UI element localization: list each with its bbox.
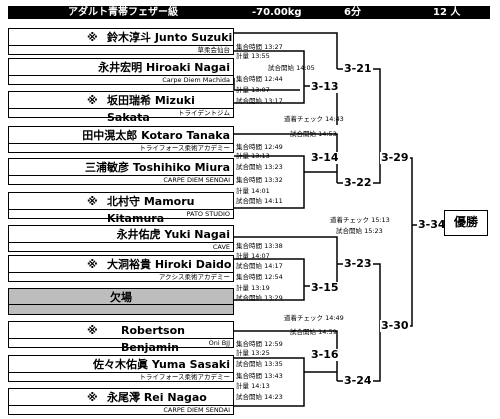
player-entry-2: 永井宏明 Hiroaki Nagai xyxy=(8,58,234,75)
player-name: 大洞裕貴 Hiroki Daido xyxy=(107,258,232,271)
seed-mark: ※ xyxy=(87,391,98,404)
time-note: 道着チェック 14:43 xyxy=(284,115,344,123)
player-club-10: Oni BJJ xyxy=(8,338,234,348)
time-note: 試合開始 13:23 xyxy=(236,163,283,171)
player-entry-11: 佐々木佑眞 Yuma Sasaki xyxy=(8,355,234,372)
player-club-7: CAVE xyxy=(8,242,234,252)
player-name: 鈴木淳斗 Junto Suzuki xyxy=(107,31,233,44)
time-note: 計量 13:07 xyxy=(236,86,270,94)
player-entry-4: 田中滉太郎 Kotaro Tanaka xyxy=(8,126,234,143)
seed-mark: ※ xyxy=(87,94,98,107)
match-label: 3-14 xyxy=(310,151,340,164)
division-count: 12 人 xyxy=(433,7,461,18)
seed-mark: ※ xyxy=(87,195,98,208)
time-note: 計量 13:25 xyxy=(236,349,270,357)
time-note: 計量 14:01 xyxy=(236,187,270,195)
time-note: 試合開始 13:29 xyxy=(236,294,283,302)
player-club-12: CARPE DIEM SENDAI xyxy=(8,405,234,415)
time-note: 試合開始 14:11 xyxy=(236,197,283,205)
player-club-11: トライフォース柔術アカデミー xyxy=(8,372,234,382)
time-note: 道着チェック 14:49 xyxy=(284,314,344,322)
time-note: 試合開始 15:23 xyxy=(336,227,383,235)
player-entry-7: 永井佑虎 Yuki Nagai xyxy=(8,225,234,242)
seed-mark: ※ xyxy=(87,31,98,44)
player-club-3: トライデントジム xyxy=(8,108,234,118)
time-note: 試合開始 14:23 xyxy=(236,393,283,401)
player-club-6: PATO STUDIO xyxy=(8,209,234,219)
player-name: 欠場 xyxy=(110,291,132,304)
player-entry-12: ※ 永尾澪 Rei Nagao xyxy=(8,388,234,405)
champion-box: 優勝 xyxy=(444,210,488,236)
player-entry-6: ※ 北村守 Mamoru Kitamura xyxy=(8,192,234,225)
player-entry-10: ※ Robertson Benjamin xyxy=(8,321,234,354)
player-club-4: トライフォース柔術アカデミー xyxy=(8,143,234,153)
time-note: 集合時間 13:43 xyxy=(236,372,283,380)
time-note: 集合時間 13:38 xyxy=(236,242,283,250)
time-note: 集合時間 12:59 xyxy=(236,340,283,348)
player-entry-8: ※ 大洞裕貴 Hiroki Daido xyxy=(8,255,234,272)
division-header: アダルト青帯フェザー級 -70.00kg 6分 12 人 xyxy=(8,6,490,19)
time-note: 試合開始 13:35 xyxy=(236,360,283,368)
time-note: 計量 13:13 xyxy=(236,152,270,160)
player-club-9 xyxy=(8,305,234,315)
match-label: 3-23 xyxy=(343,257,373,270)
time-note: 試合開始 13:17 xyxy=(236,97,283,105)
match-label: 3-29 xyxy=(380,151,410,164)
match-label: 3-21 xyxy=(343,62,373,75)
time-note: 集合時間 12:49 xyxy=(236,143,283,151)
time-note: 試合開始 14:05 xyxy=(268,64,315,72)
player-name: 永井宏明 Hiroaki Nagai xyxy=(98,61,230,74)
time-note: 試合開始 14:53 xyxy=(290,130,337,138)
player-entry-1: ※ 鈴木淳斗 Junto Suzuki xyxy=(8,28,234,45)
division-category: アダルト青帯フェザー級 xyxy=(68,7,178,18)
time-note: 計量 13:19 xyxy=(236,284,270,292)
time-note: 集合時間 12:54 xyxy=(236,273,283,281)
player-club-8: アクシス柔術アカデミー xyxy=(8,272,234,282)
player-entry-5: 三浦敏彦 Toshihiko Miura xyxy=(8,158,234,175)
player-name: 永尾澪 Rei Nagao xyxy=(107,391,207,404)
time-note: 道着チェック 15:13 xyxy=(330,216,390,224)
player-name: 三浦敏彦 Toshihiko Miura xyxy=(85,161,230,174)
time-note: 計量 14:13 xyxy=(236,382,270,390)
player-club-5: CARPE DIEM SENDAI xyxy=(8,175,234,185)
division-weight: -70.00kg xyxy=(252,7,302,18)
time-note: 集合時間 13:32 xyxy=(236,176,283,184)
division-duration: 6分 xyxy=(344,7,361,18)
match-label: 3-13 xyxy=(310,80,340,93)
player-name: 永井佑虎 Yuki Nagai xyxy=(116,228,230,241)
time-note: 計量 13:55 xyxy=(236,52,270,60)
time-note: 試合開始 14:59 xyxy=(290,328,337,336)
seed-mark: ※ xyxy=(87,258,98,271)
match-label: 3-22 xyxy=(343,176,373,189)
time-note: 計量 14:07 xyxy=(236,252,270,260)
player-name: 田中滉太郎 Kotaro Tanaka xyxy=(82,129,230,142)
time-note: 集合時間 12:44 xyxy=(236,75,283,83)
match-label: 3-16 xyxy=(310,348,340,361)
match-label: 3-30 xyxy=(380,319,410,332)
player-entry-3: ※ 坂田瑞希 Mizuki Sakata xyxy=(8,91,234,124)
match-label-final: 3-34 xyxy=(417,218,447,231)
player-name: 佐々木佑眞 Yuma Sasaki xyxy=(93,358,230,371)
player-entry-9-absent: 欠場 xyxy=(8,288,234,305)
seed-mark: ※ xyxy=(87,324,98,337)
match-label: 3-24 xyxy=(343,374,373,387)
player-club-1: 草柔会仙台 xyxy=(8,45,234,55)
player-club-2: Carpe Diem Machida xyxy=(8,75,234,85)
match-label: 3-15 xyxy=(310,281,340,294)
time-note: 集合時間 13:27 xyxy=(236,43,283,51)
time-note: 試合開始 14:17 xyxy=(236,262,283,270)
